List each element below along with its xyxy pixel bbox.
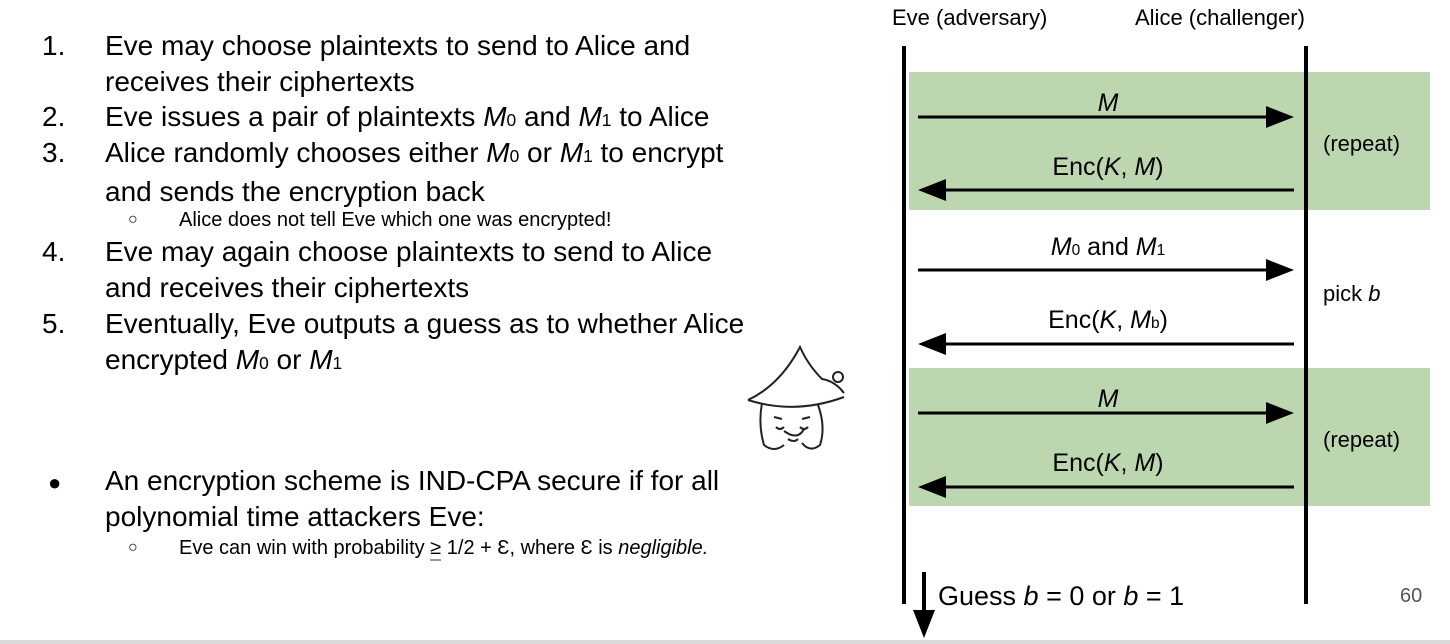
label-enc-2: Enc(K, M) bbox=[1052, 449, 1164, 477]
bottom-divider bbox=[0, 640, 1450, 644]
alice-header: Alice (challenger) bbox=[1135, 5, 1305, 30]
step-number: 3. bbox=[42, 137, 66, 168]
step-text: Eve may choose plaintexts to send to Ali… bbox=[105, 30, 691, 61]
step-text-cont: receives their ciphertexts bbox=[105, 66, 415, 97]
slide-page-number: 60 bbox=[1400, 585, 1423, 607]
ind-cpa-game-diagram: Eve (adversary) Alice (challenger) bbox=[880, 0, 1450, 644]
greater-equal-symbol: ≥ bbox=[430, 537, 442, 561]
label-enc-1: Enc(K, M) bbox=[1052, 153, 1164, 181]
sequence-arrows bbox=[902, 46, 1308, 638]
arrow-m-to-alice-2 bbox=[918, 402, 1294, 424]
repeat-band-1 bbox=[909, 72, 1430, 210]
guess-down-arrow bbox=[913, 572, 935, 638]
label-m-2: M bbox=[1097, 385, 1119, 413]
label-m-1: M bbox=[1097, 89, 1119, 117]
filled-bullet-icon: ● bbox=[48, 470, 62, 495]
label-enc-mb: Enc(K, Mb) bbox=[1048, 306, 1168, 334]
eve-header: Eve (adversary) bbox=[892, 5, 1048, 30]
arrow-enc-to-eve-2 bbox=[918, 476, 1294, 498]
pick-b-label: pick b bbox=[1323, 281, 1381, 306]
hollow-bullet-icon: ○ bbox=[128, 539, 138, 556]
arrow-m-to-alice-1 bbox=[918, 106, 1294, 128]
step-number: 4. bbox=[42, 236, 66, 267]
witch-mascot-icon bbox=[747, 345, 845, 450]
step-number: 1. bbox=[42, 30, 66, 61]
slide-text-panel: 1. Eve may choose plaintexts to send to … bbox=[42, 30, 745, 561]
hollow-bullet-icon: ○ bbox=[128, 211, 138, 228]
label-m0-m1: M0 and M1 bbox=[1050, 233, 1166, 261]
step-number: 2. bbox=[42, 101, 66, 132]
repeat-label-1: (repeat) bbox=[1323, 131, 1401, 156]
arrow-encb-to-eve bbox=[918, 333, 1294, 355]
arrow-pair-to-alice bbox=[918, 259, 1294, 281]
repeat-label-2: (repeat) bbox=[1323, 427, 1401, 452]
guess-label: Guess b = 0 or b = 1 bbox=[938, 581, 1185, 611]
arrow-enc-to-eve-1 bbox=[918, 179, 1294, 201]
step-number: 5. bbox=[42, 308, 66, 339]
repeat-band-2 bbox=[909, 368, 1430, 506]
